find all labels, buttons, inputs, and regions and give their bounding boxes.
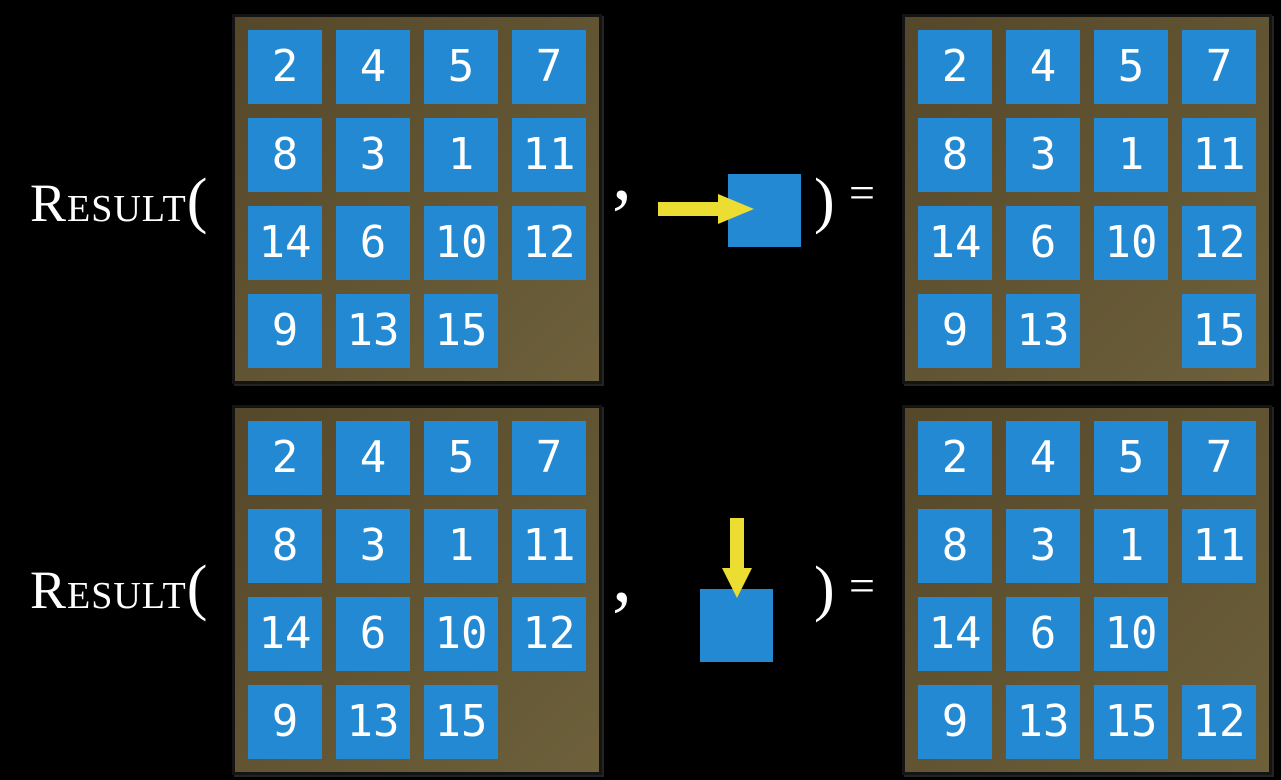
empty-cell (1094, 294, 1168, 368)
puzzle-tile: 12 (1182, 685, 1256, 759)
puzzle-tile: 10 (1094, 597, 1168, 671)
puzzle-tile: 13 (1006, 685, 1080, 759)
puzzle-tile: 12 (512, 206, 586, 280)
puzzle-tile: 10 (424, 206, 498, 280)
result-label: Result( (30, 170, 207, 232)
puzzle-tile: 6 (336, 206, 410, 280)
puzzle-tile: 14 (918, 206, 992, 280)
puzzle-tile: 13 (1006, 294, 1080, 368)
puzzle-tile: 1 (1094, 509, 1168, 583)
puzzle-tile: 1 (424, 118, 498, 192)
puzzle-tile: 15 (424, 685, 498, 759)
open-paren-icon: ( (186, 167, 208, 235)
puzzle-tile: 6 (1006, 206, 1080, 280)
puzzle-tile: 12 (512, 597, 586, 671)
puzzle-tile: 15 (1094, 685, 1168, 759)
puzzle-tile: 2 (918, 30, 992, 104)
puzzle-tile: 5 (424, 30, 498, 104)
puzzle-tile: 11 (512, 118, 586, 192)
empty-cell (512, 294, 586, 368)
puzzle-tile: 14 (248, 597, 322, 671)
puzzle-tile: 11 (1182, 509, 1256, 583)
close-paren-icon: ) (814, 167, 835, 235)
puzzle-tile: 12 (1182, 206, 1256, 280)
puzzle-tile: 9 (918, 685, 992, 759)
empty-cell (512, 685, 586, 759)
right-arrow-icon (658, 194, 754, 224)
puzzle-tile: 3 (336, 118, 410, 192)
puzzle-tile: 7 (512, 421, 586, 495)
puzzle-tile: 14 (248, 206, 322, 280)
comma-separator: , (612, 531, 632, 619)
puzzle-tile: 7 (1182, 30, 1256, 104)
down-arrow-icon (722, 518, 752, 598)
puzzle-tile: 10 (1094, 206, 1168, 280)
close-paren-icon: ) (814, 555, 835, 623)
puzzle-tile: 9 (918, 294, 992, 368)
puzzle-tile: 3 (336, 509, 410, 583)
puzzle-tile: 2 (248, 30, 322, 104)
puzzle-tile: 3 (1006, 509, 1080, 583)
puzzle-tile: 4 (336, 30, 410, 104)
puzzle-tile: 5 (1094, 30, 1168, 104)
puzzle-tile: 11 (512, 509, 586, 583)
puzzle-tile: 8 (918, 509, 992, 583)
puzzle-tile: 11 (1182, 118, 1256, 192)
puzzle-tile: 8 (918, 118, 992, 192)
puzzle-tile: 5 (424, 421, 498, 495)
empty-cell (1182, 597, 1256, 671)
puzzle-tile: 14 (918, 597, 992, 671)
puzzle-tile: 6 (1006, 597, 1080, 671)
puzzle-tile: 13 (336, 294, 410, 368)
comma-separator: , (612, 129, 632, 217)
puzzle-tile: 2 (248, 421, 322, 495)
puzzle-tile: 1 (424, 509, 498, 583)
puzzle-tile: 13 (336, 685, 410, 759)
puzzle-tile: 7 (1182, 421, 1256, 495)
puzzle-tile: 9 (248, 685, 322, 759)
moved-tile-down (700, 589, 773, 662)
puzzle-tile: 4 (1006, 30, 1080, 104)
puzzle-tile: 15 (424, 294, 498, 368)
puzzle-tile: 8 (248, 509, 322, 583)
puzzle-tile: 3 (1006, 118, 1080, 192)
result-label: Result( (30, 557, 207, 619)
puzzle-tile: 7 (512, 30, 586, 104)
puzzle-tile: 15 (1182, 294, 1256, 368)
puzzle-tile: 10 (424, 597, 498, 671)
equals-sign: = (849, 167, 875, 218)
open-paren-icon: ( (186, 554, 208, 622)
puzzle-tile: 1 (1094, 118, 1168, 192)
function-name: Result (30, 560, 187, 620)
puzzle-tile: 8 (248, 118, 322, 192)
puzzle-tile: 2 (918, 421, 992, 495)
equals-sign: = (849, 560, 875, 611)
puzzle-tile: 5 (1094, 421, 1168, 495)
puzzle-tile: 4 (1006, 421, 1080, 495)
puzzle-tile: 9 (248, 294, 322, 368)
function-name: Result (30, 173, 187, 233)
puzzle-tile: 6 (336, 597, 410, 671)
puzzle-tile: 4 (336, 421, 410, 495)
